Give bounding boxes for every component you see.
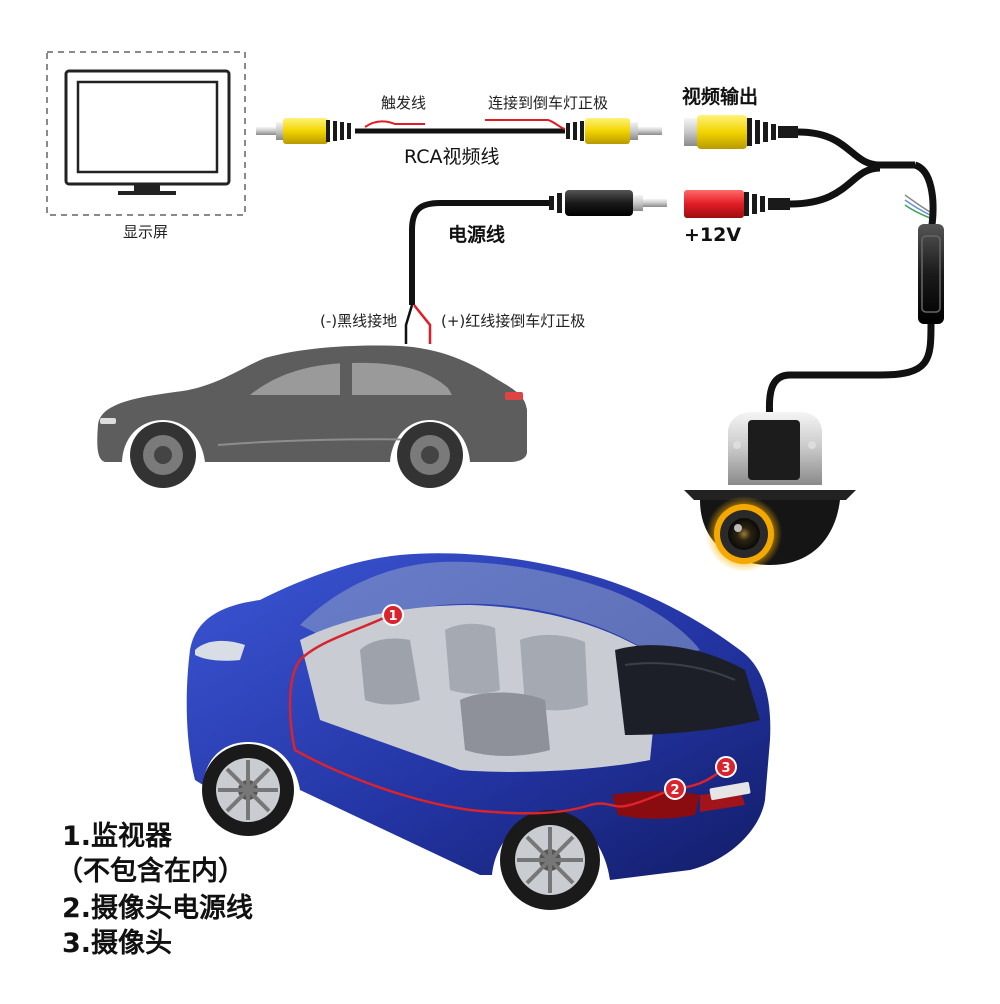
power-wire-label: 电源线 (448, 226, 505, 245)
monitor-label: 显示屏 (123, 225, 168, 240)
rca-video-label: RCA视频线 (404, 148, 500, 167)
connect-reverse-light-label: 连接到倒车灯正极 (488, 96, 608, 111)
video-output-label: 视频输出 (682, 88, 758, 107)
marker-2-label: 2 (670, 783, 679, 798)
monitor-icon (47, 52, 245, 215)
marker-3-label: 3 (721, 761, 730, 776)
ground-wire-label: (-)黑线接地 (320, 314, 397, 329)
red-wire-label: (+)红线接倒车灯正极 (441, 314, 585, 329)
marker-3: 3 (716, 757, 736, 777)
plus-12v-label: +12V (684, 226, 741, 245)
marker-2: 2 (665, 779, 685, 799)
camera-video-output-cable (684, 115, 915, 165)
legend-item-3: 3.摄像头 (62, 930, 172, 957)
rca-video-cable (256, 118, 662, 144)
legend-item-1: 1.监视器 (62, 823, 172, 850)
legend-item-2: 2.摄像头电源线 (62, 895, 253, 922)
marker-1: 1 (383, 605, 403, 625)
marker-1-label: 1 (388, 609, 397, 624)
trigger-wire-label: 触发线 (381, 96, 426, 111)
camera-power-cable (684, 165, 944, 420)
legend-item-1-note: （不包含在内） (56, 858, 245, 885)
suv-cutaway-illustration (187, 553, 771, 910)
camera-illustration (684, 412, 856, 572)
sedan-car-illustration (97, 346, 527, 489)
